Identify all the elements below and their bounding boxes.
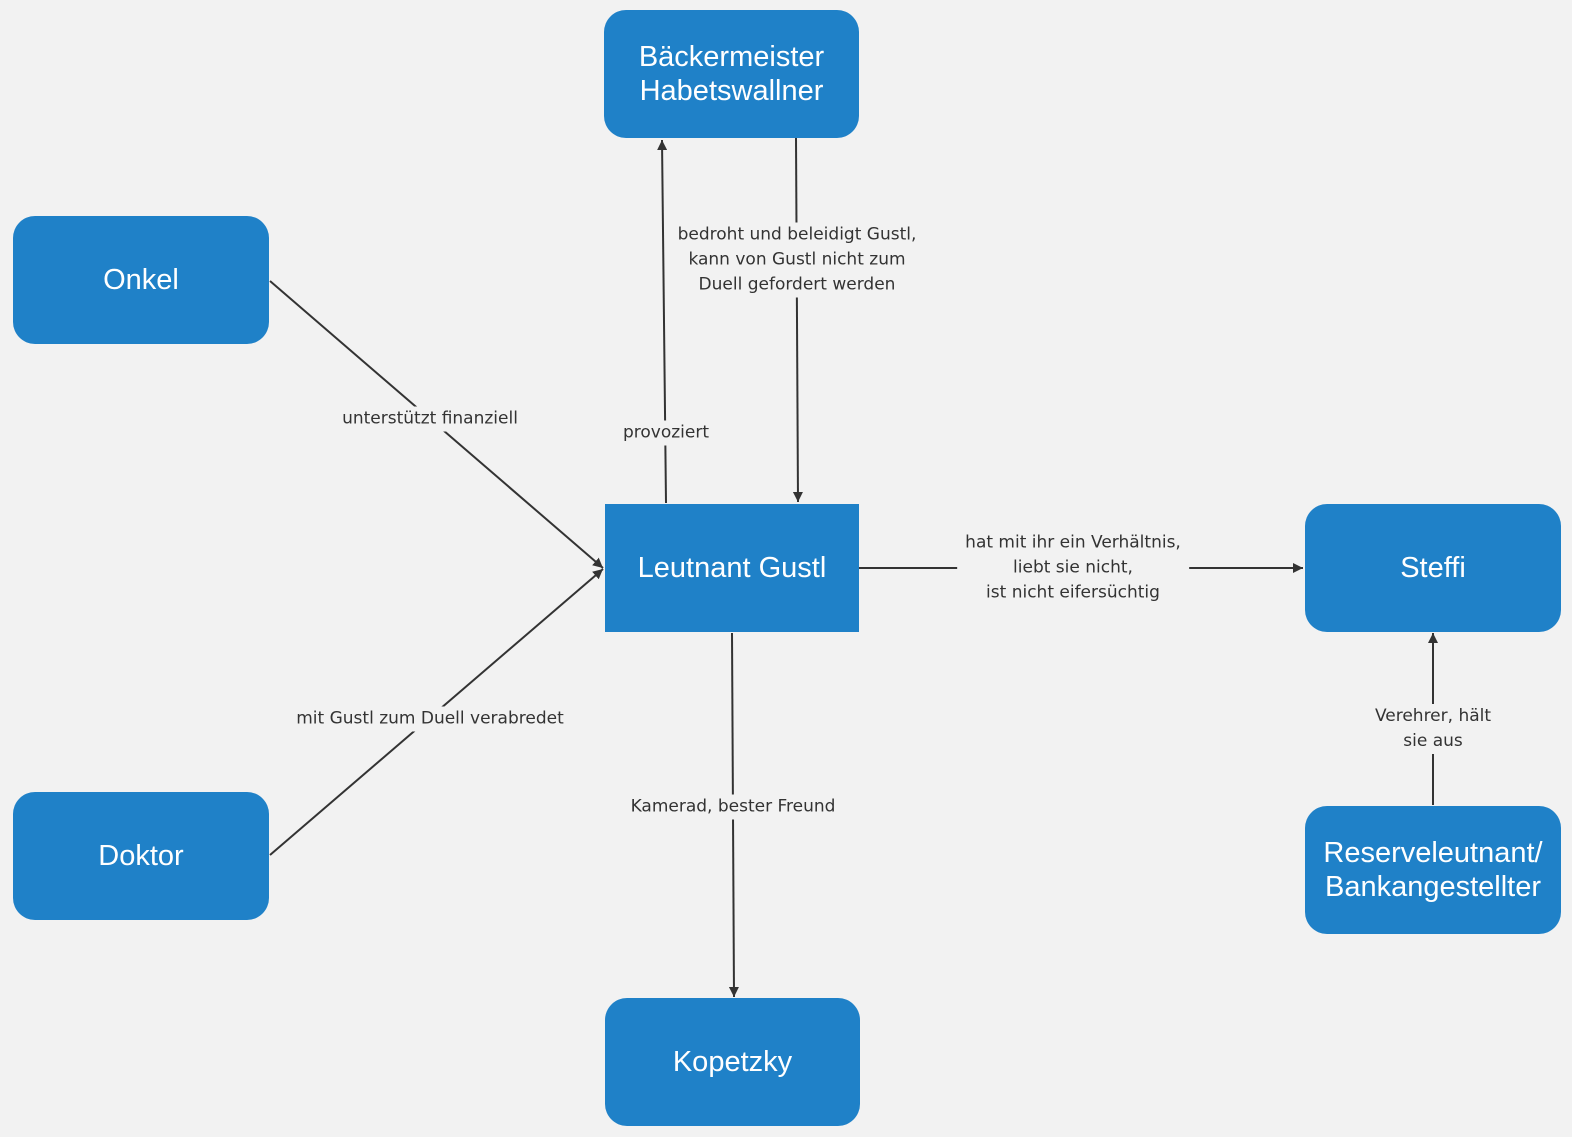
edge-label-bedroht: bedroht und beleidigt Gustl, kann von Gu…: [671, 222, 923, 298]
node-steffi[interactable]: Steffi: [1305, 504, 1561, 632]
edge-label-duell: mit Gustl zum Duell verabredet: [290, 706, 570, 732]
edge-label-unterstuetzt: unterstützt finanziell: [336, 406, 524, 432]
node-reserveleutnant[interactable]: Reserveleutnant/ Bankangestellter: [1305, 806, 1561, 934]
edge-bedroht: [792, 137, 803, 503]
edge-label-verehrer: Verehrer, hält sie aus: [1363, 704, 1503, 754]
node-doktor[interactable]: Doktor: [13, 792, 269, 920]
node-leutnant-gustl[interactable]: Leutnant Gustl: [605, 504, 859, 632]
node-onkel[interactable]: Onkel: [13, 216, 269, 344]
edge-provoziert: [657, 139, 668, 504]
edge-label-verhaeltnis: hat mit ihr ein Verhältnis, liebt sie ni…: [957, 530, 1189, 606]
edge-label-provoziert: provoziert: [616, 420, 716, 446]
node-baeckermeister[interactable]: Bäckermeister Habetswallner: [604, 10, 859, 138]
edge-label-kamerad: Kamerad, bester Freund: [624, 794, 842, 820]
node-kopetzky[interactable]: Kopetzky: [605, 998, 860, 1126]
